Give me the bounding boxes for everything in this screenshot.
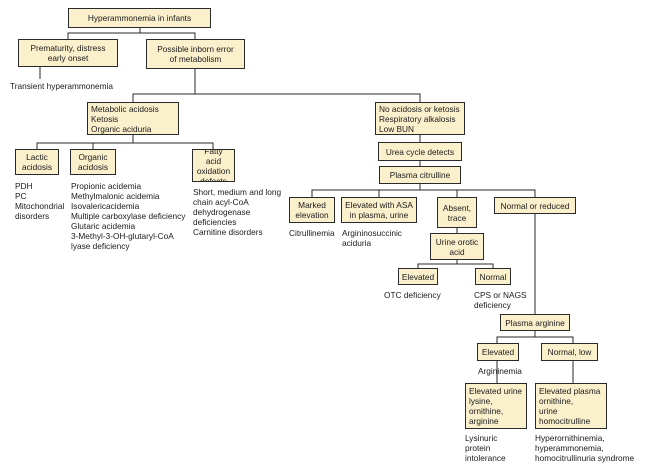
note-transient: Transient hyperammonemia	[10, 81, 113, 91]
connector-cit-normal	[420, 189, 536, 197]
box-prematurity: Prematurity, distress early onset	[18, 39, 118, 67]
box-elevated-asa: Elevated with ASA in plasma, urine	[341, 197, 417, 223]
connector-arginine	[496, 331, 536, 343]
note-fatty-list: Short, medium and long chain acyl-CoA de…	[193, 187, 282, 237]
box-plasma-arginine: Plasma arginine	[500, 314, 570, 331]
note-cps: CPS or NAGS deficiency	[474, 290, 527, 310]
box-orotic-normal: Normal	[475, 268, 511, 285]
box-hyperammonemia: Hyperammonemia in infants	[68, 8, 211, 28]
box-absent-trace: Absent, trace	[437, 197, 477, 228]
connector-inborn-right	[195, 93, 421, 102]
connector-arginine-low	[535, 336, 574, 343]
connector-orotic-normal	[457, 263, 494, 268]
connector-citrulline	[311, 184, 421, 197]
note-lactic-list: PDH PC Mitochondrial disorders	[15, 181, 65, 221]
note-argininemia: Argininemia	[478, 366, 522, 376]
note-otc: OTC deficiency	[384, 290, 441, 300]
note-lysinuric: Lysinuric protein intolerance	[465, 433, 506, 463]
note-citrullinemia: Citrullinemia	[289, 228, 335, 238]
note-hhh: Hyperornithinemia, hyperammonemia, homoc…	[535, 433, 635, 463]
box-urine-orotic: Urine orotic acid	[430, 233, 484, 260]
box-arginine-normal-low: Normal, low	[541, 343, 598, 361]
box-normal-reduced: Normal or reduced	[494, 197, 576, 214]
box-plasma-citrulline: Plasma citrulline	[379, 166, 461, 184]
box-inborn-error: Possible inborn error of metabolism	[146, 39, 245, 69]
connector-root-right	[140, 32, 196, 39]
box-urea-cycle: Urea cycle detects	[378, 142, 462, 161]
box-metabolic-acidosis: Metabolic acidosis Ketosis Organic acidu…	[87, 102, 179, 135]
box-marked-elevation: Marked elevation	[289, 197, 335, 223]
box-no-acidosis: No acidosis or ketosis Respiratory alkal…	[375, 102, 465, 135]
note-argininosuccinic: Argininosuccinic aciduria	[342, 228, 402, 248]
box-arginine-elevated: Elevated	[477, 343, 519, 361]
box-lactic-acidosis: Lactic acidosis	[15, 149, 59, 175]
box-fatty-acid: Fatty acid oxidation defects	[192, 149, 235, 182]
connector-orotic	[417, 260, 458, 268]
box-orotic-elevated: Elevated	[398, 268, 438, 285]
connector-inborn	[132, 69, 196, 102]
box-elevated-urine: Elevated urine lysine, ornithine, argini…	[465, 383, 527, 429]
box-organic-acidosis: Organic acidosis	[70, 149, 116, 175]
connector-metabolic-fatty	[133, 142, 214, 149]
connector-root	[67, 28, 141, 39]
connector-metabolic	[36, 135, 134, 149]
note-organic-list: Propionic acidemia Methylmalonic acidemi…	[71, 181, 186, 251]
box-elevated-plasma: Elevated plasma ornithine, urine homocit…	[535, 383, 607, 429]
